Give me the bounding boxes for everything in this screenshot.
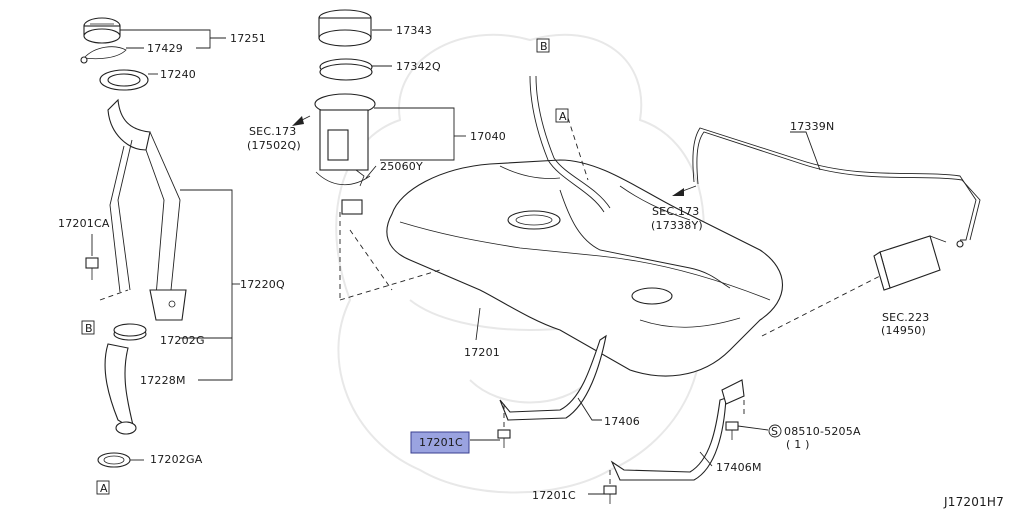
filler-hose-17228m[interactable] xyxy=(104,343,137,435)
label-sec173-vent[interactable]: SEC.173 xyxy=(652,205,700,218)
tank-band-17406[interactable] xyxy=(499,334,607,421)
label-17201c-highlighted[interactable]: 17201C xyxy=(419,436,463,449)
lock-ring-17343[interactable] xyxy=(318,9,372,47)
label-17339n[interactable]: 17339N xyxy=(790,120,834,133)
filler-cap-17251[interactable] xyxy=(83,17,121,44)
label-17240[interactable]: 17240 xyxy=(160,68,196,81)
filler-neck-tube[interactable] xyxy=(107,98,187,321)
bolt-17201ca[interactable] xyxy=(85,257,99,280)
label-17220q[interactable]: 17220Q xyxy=(240,278,285,291)
screw-symbol-s: S xyxy=(768,424,782,438)
cap-tether-17429[interactable] xyxy=(80,46,127,64)
label-17201ca[interactable]: 17201CA xyxy=(58,217,110,230)
label-sec173-pump[interactable]: SEC.173 xyxy=(249,125,297,138)
band-bolt-17201c-upper[interactable] xyxy=(497,429,511,448)
vent-line-17339n[interactable] xyxy=(692,127,981,248)
label-17251[interactable]: 17251 xyxy=(230,32,266,45)
label-25060y[interactable]: 25060Y xyxy=(380,160,423,173)
fuel-level-sensor-25060y[interactable] xyxy=(355,169,365,187)
label-sec223-ref: (14950) xyxy=(881,324,926,337)
label-17201c-bottom[interactable]: 17201C xyxy=(532,489,576,502)
screw-s-text: S xyxy=(771,425,778,438)
label-08510[interactable]: 08510-5205A xyxy=(784,425,861,438)
label-sec173-pump-ref: (17502Q) xyxy=(247,139,301,152)
label-17342q[interactable]: 17342Q xyxy=(396,60,441,73)
highlight-box-17201c[interactable] xyxy=(410,431,470,454)
diagram-id: J17201H7 xyxy=(943,495,1004,509)
label-17406m[interactable]: 17406M xyxy=(716,461,762,474)
ref-box-b-left: B xyxy=(81,320,95,335)
ref-a-bottom-text: A xyxy=(100,482,108,495)
ref-b-left-text: B xyxy=(85,322,93,335)
ref-box-a-top: A xyxy=(555,108,569,123)
label-17406[interactable]: 17406 xyxy=(604,415,640,428)
label-sec223[interactable]: SEC.223 xyxy=(882,311,930,324)
label-17202g[interactable]: 17202G xyxy=(160,334,205,347)
pump-seal-17342q[interactable] xyxy=(319,58,373,81)
tank-band-17406m[interactable] xyxy=(610,379,745,481)
canister-sec223[interactable] xyxy=(873,235,947,291)
label-17202ga[interactable]: 17202GA xyxy=(150,453,203,466)
screw-08510[interactable] xyxy=(725,421,739,440)
hose-clamp-17202ga[interactable] xyxy=(97,452,131,468)
ref-b-top-text: B xyxy=(540,40,548,53)
label-17429[interactable]: 17429 xyxy=(147,42,183,55)
label-17040[interactable]: 17040 xyxy=(470,130,506,143)
band-bolt-17201c-lower[interactable] xyxy=(603,485,617,504)
ref-box-a-bottom: A xyxy=(96,480,110,495)
filler-seal-17240[interactable] xyxy=(99,69,149,91)
label-17343[interactable]: 17343 xyxy=(396,24,432,37)
ref-a-top-text: A xyxy=(559,110,567,123)
ref-box-b-top: B xyxy=(536,38,550,53)
leader-lines xyxy=(91,29,821,495)
label-sec173-vent-ref: (17338Y) xyxy=(651,219,703,232)
sec173-arrow-pump xyxy=(292,115,311,126)
fuel-pump-assembly-17040[interactable] xyxy=(314,93,376,215)
label-17201[interactable]: 17201 xyxy=(464,346,500,359)
dashed-leaders xyxy=(99,117,881,486)
hose-clamp-17202g[interactable] xyxy=(113,323,147,341)
label-17228m[interactable]: 17228M xyxy=(140,374,186,387)
sec173-arrow-vent xyxy=(672,185,697,196)
vent-hoses xyxy=(529,75,731,289)
label-08510-qty: ( 1 ) xyxy=(786,438,810,451)
